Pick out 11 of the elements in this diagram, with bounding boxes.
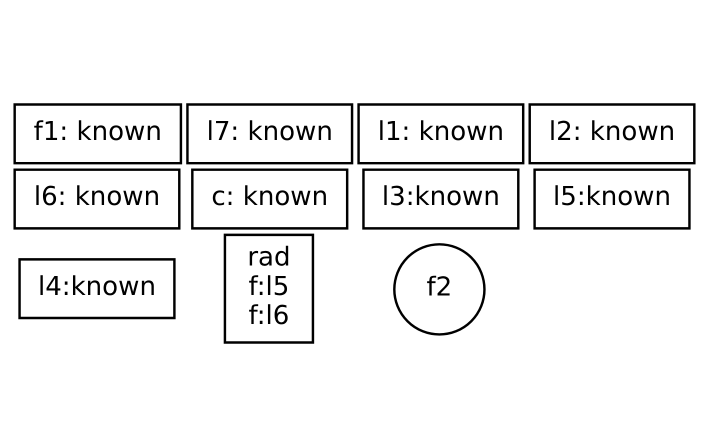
node-box: c: known [191, 168, 348, 230]
node-box: rad f:l5 f:l6 [224, 233, 314, 344]
node-box: f1: known [13, 102, 182, 164]
node-box: l7: known [186, 102, 354, 164]
node-box: l5:known [533, 168, 691, 230]
node-box: l6: known [13, 168, 181, 230]
node-box: l4:known [18, 258, 176, 319]
node-box: l2: known [528, 102, 696, 164]
node-box: l3:known [362, 168, 520, 230]
node-box: l1: known [357, 102, 524, 164]
node-circle: f2 [393, 242, 486, 336]
